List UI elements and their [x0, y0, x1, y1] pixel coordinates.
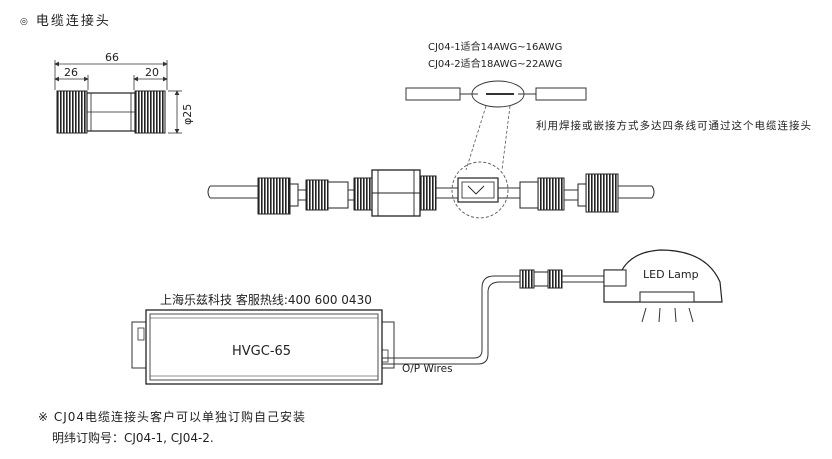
lamp-label: LED Lamp — [643, 268, 699, 281]
connector-assembly — [207, 161, 655, 219]
section-heading: ◎ 电缆连接头 — [20, 10, 111, 29]
output-wires-label: O/P Wires — [402, 363, 453, 375]
splice-note: 利用焊接或嵌接方式多达四条线可通过这个电缆连接头 — [536, 120, 812, 132]
dimension-drawing — [54, 60, 182, 134]
bullet-icon: ◎ — [20, 16, 30, 27]
dim-total-label: 66 — [105, 51, 119, 64]
dim-diameter-label: φ25 — [181, 104, 194, 125]
driver-model-label: HVGC-65 — [232, 344, 291, 359]
company-hotline: 上海乐兹科技 客服热线:400 600 0430 — [160, 293, 372, 307]
dim-right-label: 20 — [145, 66, 159, 79]
wire-spec-2: CJ04-2适合18AWG~22AWG — [428, 59, 563, 70]
footer-note-line1: ※ CJ04电缆连接头客户可以单独订购自己安装 — [38, 410, 307, 424]
driver-unit — [131, 309, 395, 385]
dim-left-label: 26 — [64, 66, 78, 79]
splice-detail — [405, 80, 587, 171]
wire-spec-1: CJ04-1适合14AWG~16AWG — [428, 42, 563, 53]
footer-note-line2: 明纬订购号：CJ04-1, CJ04-2. — [52, 431, 214, 445]
output-wires — [382, 269, 606, 365]
heading-text: 电缆连接头 — [35, 14, 111, 29]
led-lamp — [603, 249, 723, 323]
